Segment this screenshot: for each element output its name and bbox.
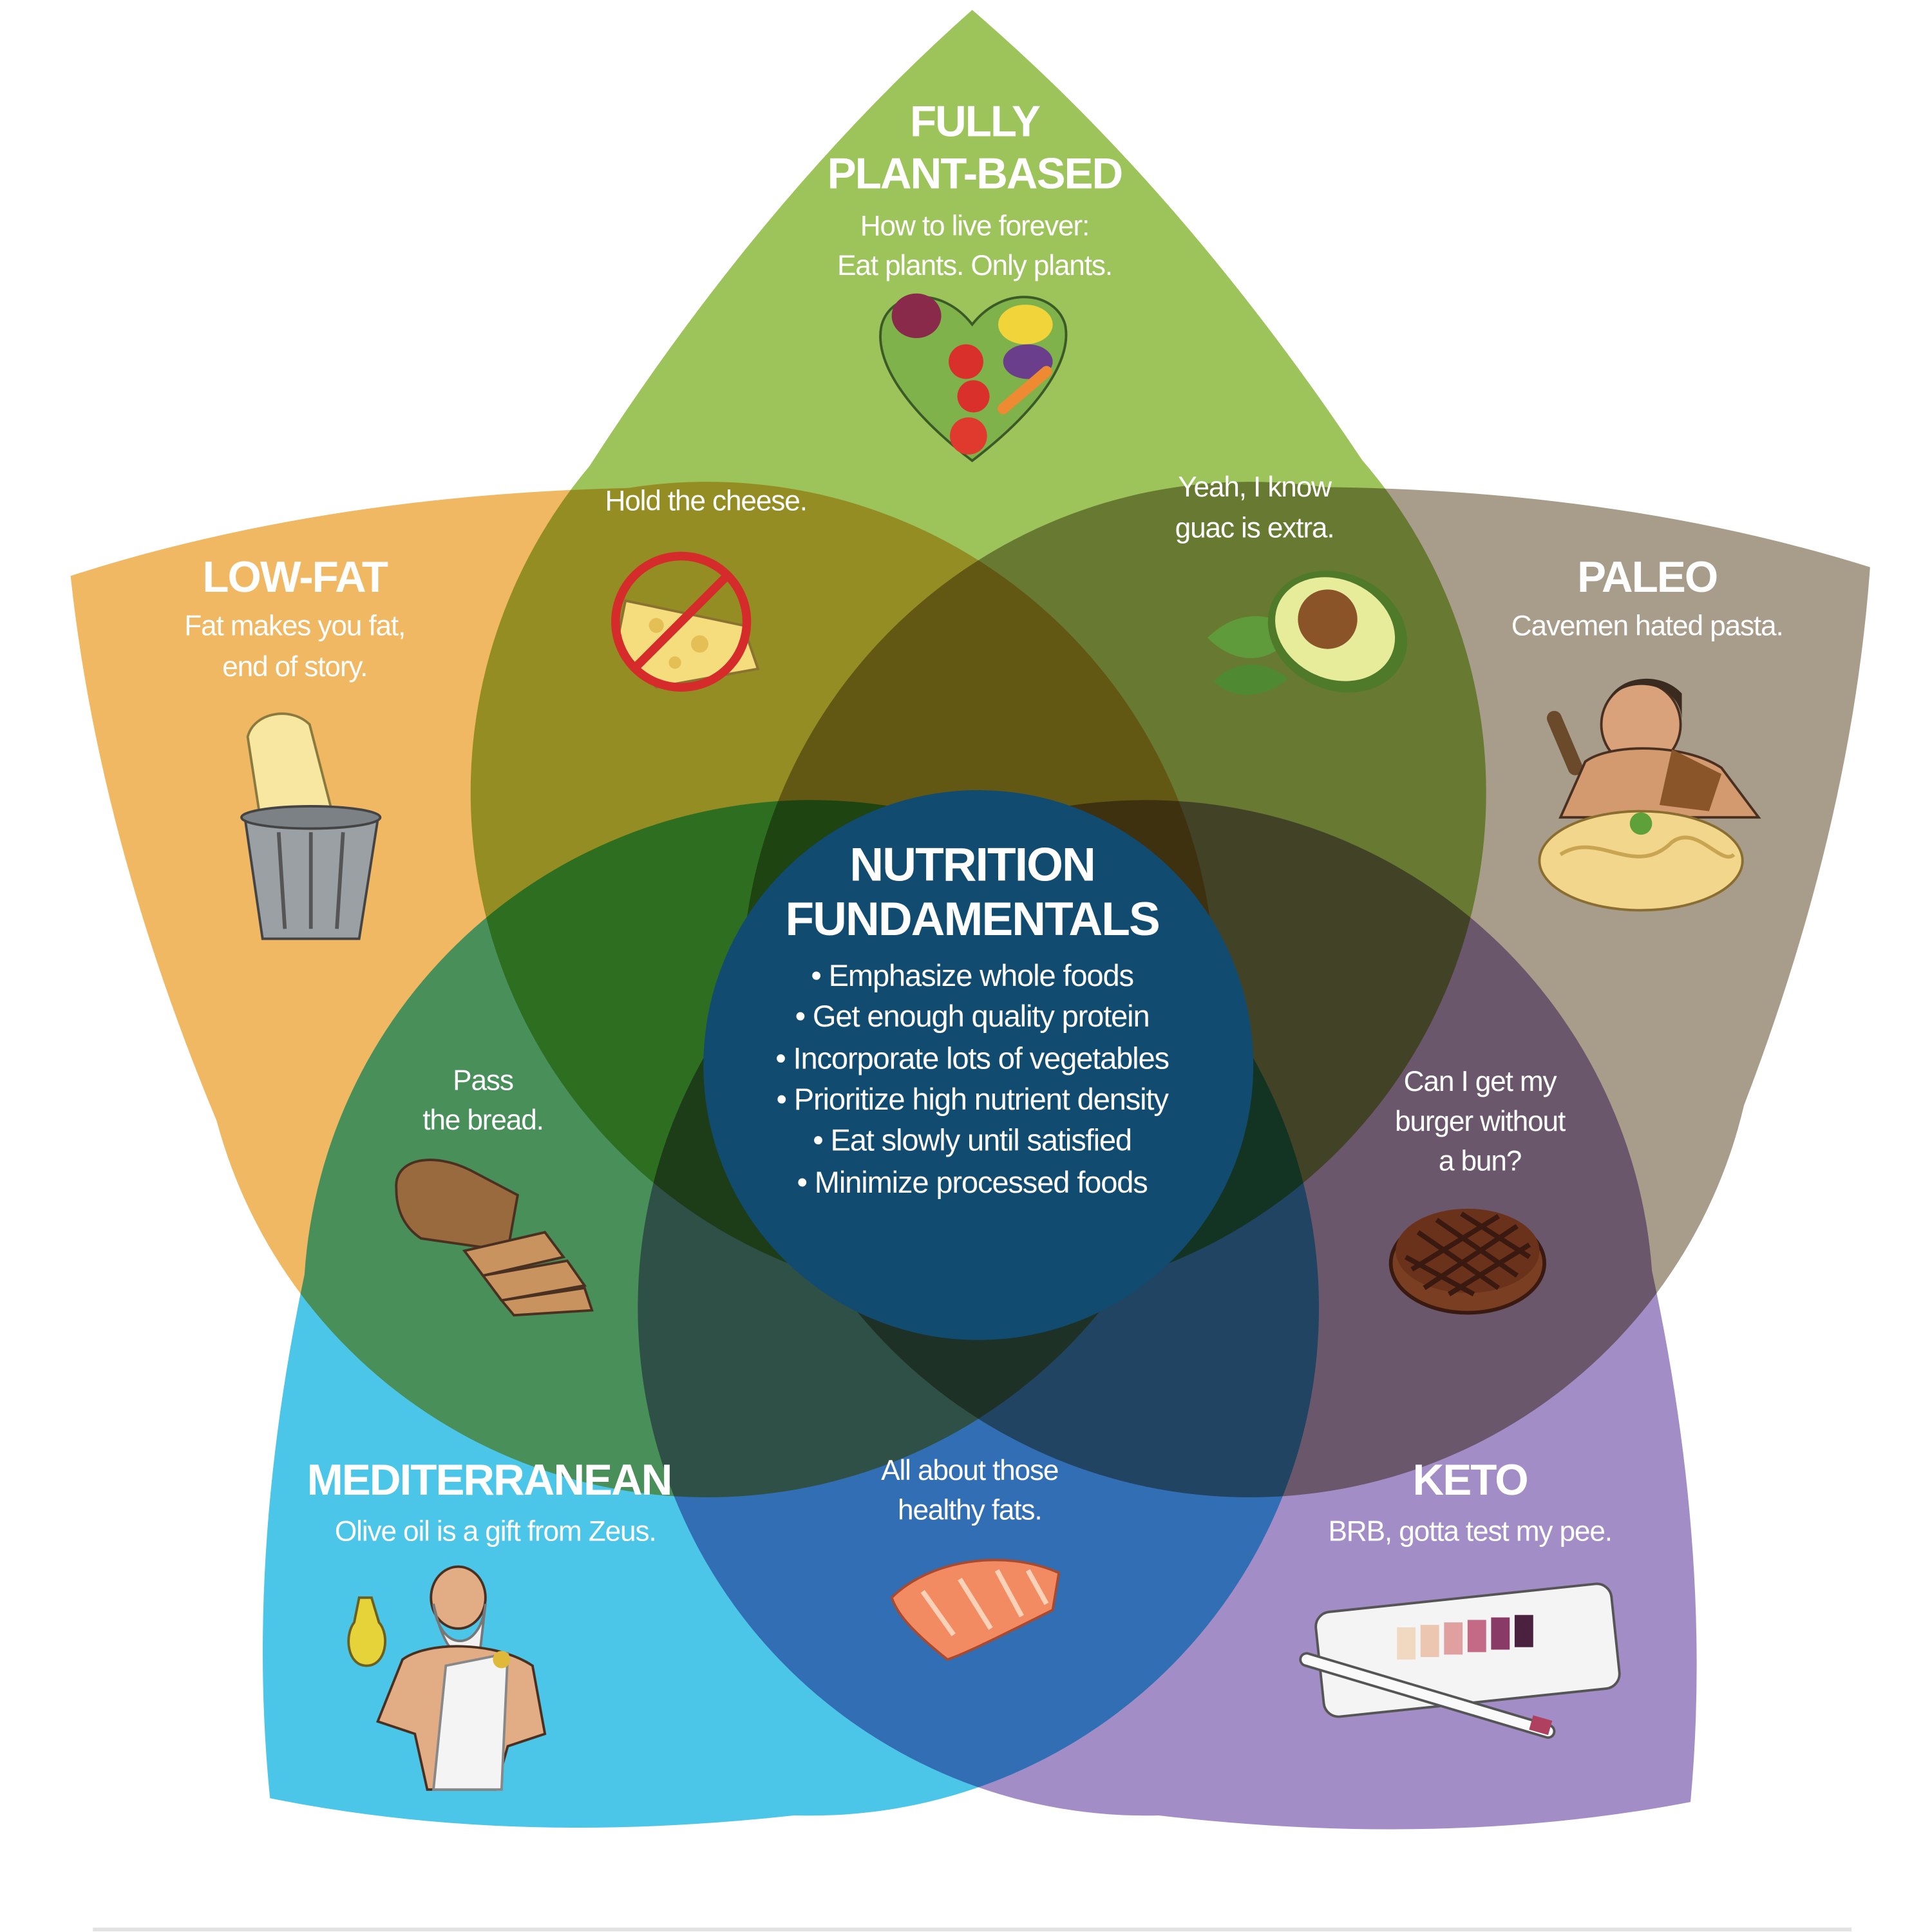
center-title: NUTRITION	[849, 838, 1094, 891]
color-swatch	[1420, 1625, 1439, 1658]
diet-tagline: end of story.	[222, 651, 367, 683]
center-title: FUNDAMENTALS	[785, 893, 1159, 945]
fundamental-bullet: • Eat slowly until satisfied	[813, 1123, 1132, 1157]
avocado-icon	[1208, 571, 1407, 695]
diet-tagline: How to live forever:	[860, 210, 1089, 242]
zeus-olive-oil-icon	[347, 1565, 547, 1791]
diet-title: PLANT-BASED	[828, 149, 1122, 198]
color-swatch	[1514, 1615, 1533, 1647]
overlap-caption-paleo-keto: burger without	[1395, 1106, 1566, 1137]
diet-mediterranean: MEDITERRANEAN Olive oil is a gift from Z…	[307, 1456, 673, 1547]
overlap-caption-plant-paleo: Yeah, I know	[1178, 471, 1332, 503]
nutrition-fundamentals: NUTRITION FUNDAMENTALS • Emphasize whole…	[775, 838, 1170, 1199]
no-cheese-icon	[611, 551, 760, 692]
caveman-pasta-icon	[1538, 678, 1761, 912]
overlap-caption-plant-lowfat: Hold the cheese.	[605, 485, 806, 516]
overlap-caption-lowfat-med: the bread.	[422, 1104, 544, 1136]
ketone-test-strip-icon	[1299, 1582, 1621, 1739]
fundamental-bullet: • Get enough quality protein	[795, 999, 1150, 1033]
fundamental-bullet: • Emphasize whole foods	[811, 958, 1133, 992]
diet-title: MEDITERRANEAN	[307, 1456, 672, 1504]
fundamental-bullet: • Incorporate lots of vegetables	[775, 1041, 1169, 1075]
overlap-caption-lowfat-med: Pass	[453, 1065, 513, 1096]
diet-tagline: BRB, gotta test my pee.	[1328, 1515, 1611, 1547]
overlap-caption-paleo-keto: Can I get my	[1404, 1066, 1558, 1097]
diet-plant-based: FULLY PLANT-BASED How to live forever: E…	[828, 98, 1123, 281]
overlap-caption-med-keto: All about those	[881, 1455, 1058, 1486]
diet-title: PALEO	[1577, 553, 1717, 601]
diet-low-fat: LOW-FAT Fat makes you fat, end of story.	[184, 553, 406, 683]
diet-tagline: Fat makes you fat,	[184, 611, 405, 642]
diet-title: LOW-FAT	[202, 553, 388, 601]
color-swatch	[1444, 1622, 1463, 1655]
diet-tagline: Cavemen hated pasta.	[1511, 611, 1783, 642]
burger-patty-icon	[1388, 1208, 1546, 1315]
fundamental-bullet: • Prioritize high nutrient density	[776, 1082, 1169, 1116]
diet-tagline: Eat plants. Only plants.	[837, 250, 1112, 281]
color-swatch	[1467, 1620, 1486, 1653]
color-swatch	[1491, 1617, 1510, 1650]
diet-title: KETO	[1413, 1456, 1528, 1504]
diet-paleo: PALEO Cavemen hated pasta.	[1511, 553, 1784, 642]
diet-keto: KETO BRB, gotta test my pee.	[1328, 1456, 1613, 1547]
diet-tagline: Olive oil is a gift from Zeus.	[335, 1515, 656, 1547]
overlap-caption-paleo-keto: a bun?	[1439, 1145, 1521, 1177]
overlap-caption-med-keto: healthy fats.	[898, 1495, 1041, 1526]
color-chart	[1397, 1615, 1533, 1660]
overlap-caption-plant-paleo: guac is extra.	[1175, 513, 1334, 544]
center-circle	[703, 790, 1254, 1340]
vegetable-heart-icon	[879, 293, 1068, 462]
diet-title: FULLY	[910, 98, 1040, 146]
salmon-icon	[890, 1558, 1061, 1662]
butter-in-trash-icon	[240, 712, 382, 940]
bread-icon	[395, 1159, 594, 1317]
fundamental-bullet: • Minimize processed foods	[797, 1165, 1148, 1199]
color-swatch	[1397, 1627, 1416, 1660]
